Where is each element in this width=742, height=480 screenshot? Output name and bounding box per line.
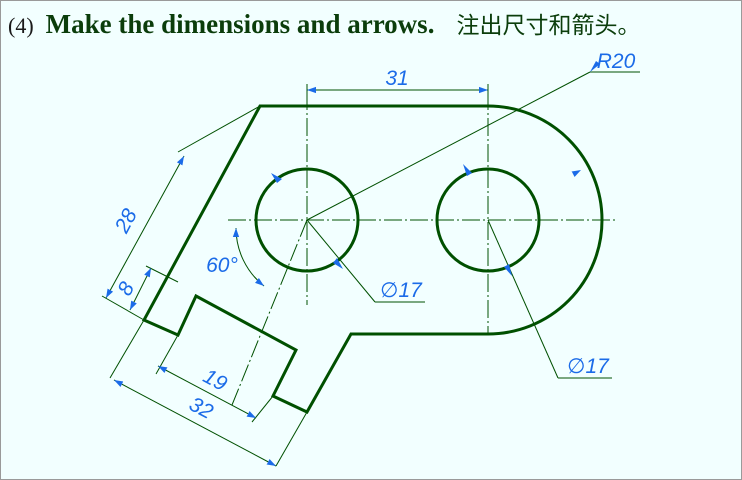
r20-arrow-hint (571, 170, 581, 178)
phi17-right-leader (487, 219, 559, 379)
ext-32-right (275, 411, 308, 467)
dim-8-text: 8 (113, 278, 139, 299)
r20-leader (306, 71, 591, 221)
dim-28-text: 28 (110, 205, 142, 238)
dimension-lines (105, 86, 581, 467)
phi17-left-leader (306, 219, 376, 303)
ext-28-bottom (101, 295, 145, 321)
phi17-right-arrowhead-inner (463, 164, 472, 176)
ext-28-top (177, 105, 261, 153)
ext-32-left (109, 319, 145, 379)
leader-arrowheads (271, 61, 600, 276)
dim-60-text: 60° (206, 254, 238, 277)
instruction-chinese: 注出尺寸和箭头。 (456, 13, 641, 39)
ext-19-left (155, 334, 179, 375)
dim-32-text: 32 (185, 393, 217, 424)
dim-19-line (157, 365, 257, 419)
part-outline (141, 104, 604, 414)
dim-phi17-left-text: ∅17 (380, 279, 423, 302)
dim-28-line (105, 155, 185, 299)
exercise-number: (4) (8, 13, 34, 38)
phi17-left-arrowhead-outer (333, 258, 343, 269)
left-hole (254, 167, 360, 273)
phi17-left-arrowhead-inner (271, 173, 282, 183)
outer-contour (141, 104, 604, 414)
dim-60-arc (232, 227, 265, 287)
dim-r20-text: R20 (597, 50, 636, 73)
dim-phi17-right-text: ∅17 (567, 355, 610, 378)
dim-32-line (113, 379, 277, 467)
slanted-center-line (231, 219, 308, 406)
dim-8-line (129, 267, 152, 311)
dim-19-text: 19 (199, 365, 231, 396)
center-lines (228, 92, 615, 406)
right-hole (435, 167, 541, 273)
phi17-right-arrowhead-outer (504, 264, 512, 276)
r20-arrowhead (590, 61, 600, 72)
exercise-title: (4) Make the dimensions and arrows. 注出尺寸… (8, 6, 640, 40)
dim-31-text: 31 (385, 67, 408, 90)
instruction-english: Make the dimensions and arrows. (45, 9, 435, 39)
